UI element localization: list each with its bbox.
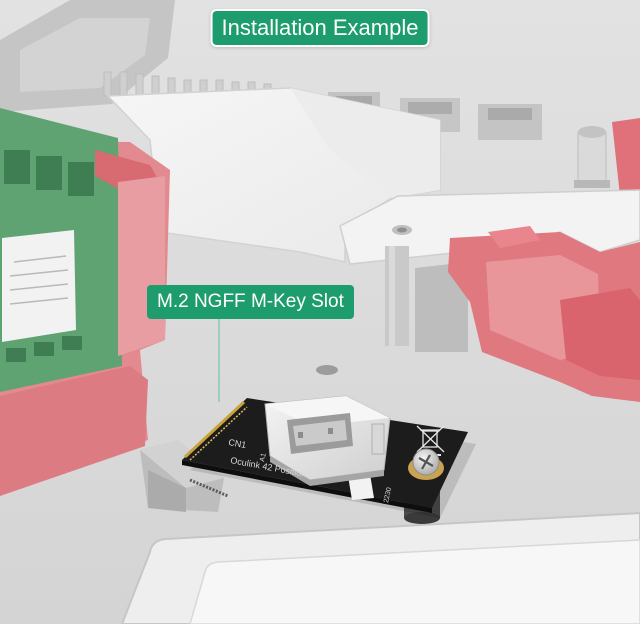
board-label-cn1: CN1 xyxy=(228,437,247,450)
sticker-line xyxy=(13,255,67,263)
capacitor xyxy=(574,126,610,188)
connector-port-inner xyxy=(293,420,347,446)
board-label-size: 2230 xyxy=(383,487,393,504)
port-pin xyxy=(328,428,333,434)
sticker-line xyxy=(9,269,69,277)
connector-top-face xyxy=(265,396,390,426)
page-title: Installation Example xyxy=(210,9,430,47)
dimm-slot-lower xyxy=(0,366,148,496)
header-pin xyxy=(151,75,160,97)
gold-finger-contacts xyxy=(189,406,248,461)
pillar-highlight xyxy=(389,246,395,346)
board-label-pin-a21: A21 xyxy=(345,457,354,471)
header-pin xyxy=(119,71,128,97)
board-mount-hole xyxy=(316,365,338,375)
phillips-screw-icon xyxy=(408,448,444,480)
m2-slot-front xyxy=(148,470,186,512)
screw-slot xyxy=(421,454,431,470)
oculink-connector xyxy=(264,395,391,486)
ram-chip xyxy=(4,150,30,184)
bottom-white-panel-inner xyxy=(189,539,640,624)
top-connector-opening xyxy=(488,108,532,120)
dimm-slot-wall xyxy=(118,176,165,356)
port-pin xyxy=(298,432,303,438)
adapter-sticker xyxy=(348,474,374,500)
connector-port-pins xyxy=(298,428,333,438)
adapter-pcb-edge xyxy=(182,460,432,513)
ram-chip xyxy=(62,336,82,350)
support-pillar xyxy=(385,246,409,346)
top-left-component-face xyxy=(20,18,150,92)
sticker-line xyxy=(9,283,69,291)
connector-base xyxy=(270,456,384,486)
connector-side-clip xyxy=(371,423,385,455)
capacitor-base xyxy=(574,180,610,188)
board-label-pin-a1: A1 xyxy=(259,452,268,462)
grey-component-box xyxy=(415,262,468,352)
sticker-line xyxy=(9,297,69,305)
ram-chip xyxy=(34,342,54,356)
capacitor-top xyxy=(578,126,606,138)
right-red-tab xyxy=(488,226,540,248)
top-right-red-bracket xyxy=(612,118,640,200)
header-pin xyxy=(135,73,144,97)
white-plate-fold xyxy=(290,88,440,198)
standoff-base xyxy=(404,512,440,524)
ram-sticker xyxy=(2,230,76,342)
gold-fingers xyxy=(183,400,246,459)
ram-chip xyxy=(36,156,62,190)
bin-body xyxy=(422,430,438,448)
bracket-screw-hole-inner xyxy=(397,227,407,233)
m2-slot-callout: M.2 NGFF M-Key Slot xyxy=(147,285,354,319)
top-connector-opening xyxy=(408,102,452,114)
capacitor-body xyxy=(577,131,607,185)
right-red-clip xyxy=(560,288,640,380)
bin-cross xyxy=(416,425,445,453)
header-pin xyxy=(103,71,112,97)
ram-chip xyxy=(6,348,26,362)
ram-chips xyxy=(4,150,94,362)
ram-sticker-lines xyxy=(9,255,69,305)
ram-chip xyxy=(68,162,94,196)
